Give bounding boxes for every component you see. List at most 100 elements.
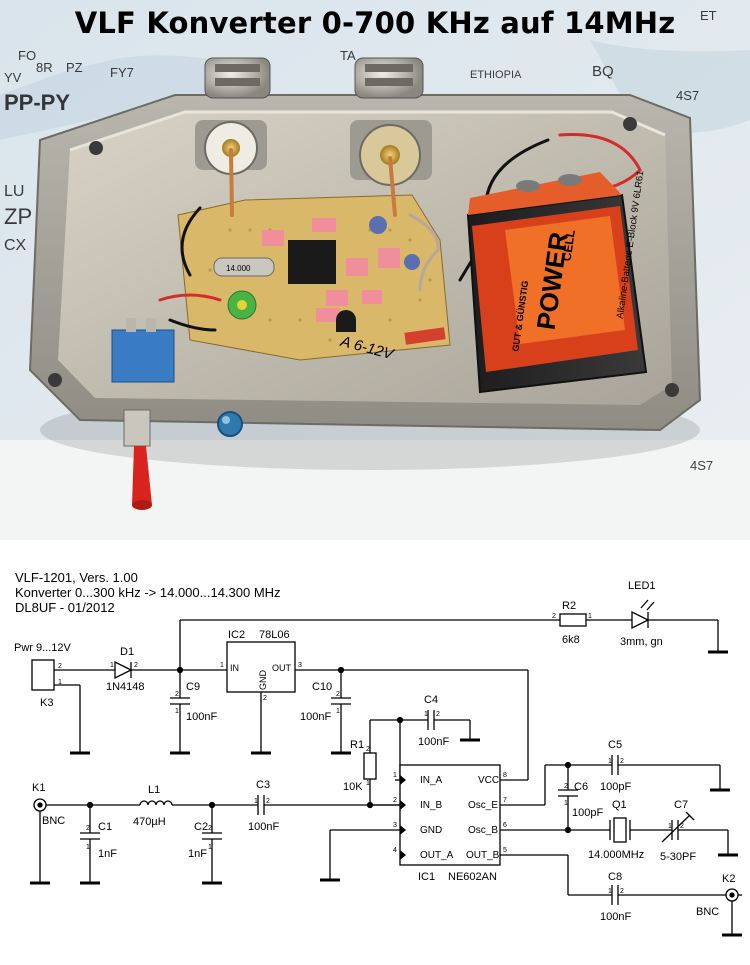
battery-cell: CELL xyxy=(560,229,578,262)
svg-text:6: 6 xyxy=(503,822,507,829)
svg-text:1: 1 xyxy=(668,823,672,830)
svg-text:2: 2 xyxy=(620,888,624,895)
ic2-ref: IC2 xyxy=(228,629,245,641)
c1-ref: C1 xyxy=(98,821,112,833)
c3-ref: C3 xyxy=(256,779,270,791)
led1-value: 3mm, gn xyxy=(620,636,663,648)
r2-ref: R2 xyxy=(562,600,576,612)
svg-text:1: 1 xyxy=(336,708,340,715)
schematic-header: VLF-1201, Vers. 1.00 Konverter 0...300 k… xyxy=(15,570,281,615)
header-line-1: VLF-1201, Vers. 1.00 xyxy=(15,570,138,585)
svg-text:2: 2 xyxy=(336,691,340,698)
svg-text:4: 4 xyxy=(393,847,397,854)
d1-ref: D1 xyxy=(120,646,134,658)
c10-ref: C10 xyxy=(312,681,332,693)
map-label: PP-PY xyxy=(4,90,70,115)
ic1-pin-osc-e: Osc_E xyxy=(468,800,498,811)
led1-ref: LED1 xyxy=(628,580,656,592)
svg-text:1: 1 xyxy=(588,613,592,620)
c6-ref: C6 xyxy=(574,781,588,793)
k1-ref: K1 xyxy=(32,782,45,794)
header-line-3: DL8UF - 01/2012 xyxy=(15,600,115,615)
map-label: ETHIOPIA xyxy=(470,69,522,81)
ic1-pin-vcc: VCC xyxy=(478,775,499,786)
svg-text:2: 2 xyxy=(680,823,684,830)
converter-photo: FO TA ET YV 8R PZ FY7 PP-PY ZP CX LU 4S7… xyxy=(0,0,750,540)
toggle-switch-icon xyxy=(111,318,175,510)
map-label: PZ xyxy=(66,60,83,75)
svg-text:5: 5 xyxy=(503,847,507,854)
svg-text:2: 2 xyxy=(552,613,556,620)
svg-text:2: 2 xyxy=(58,663,62,670)
r1-value: 10K xyxy=(343,781,363,793)
map-label: ZP xyxy=(4,204,32,229)
q1-value: 14.000MHz xyxy=(588,849,644,861)
map-label: BQ xyxy=(592,63,614,80)
photo-illustration: FO TA ET YV 8R PZ FY7 PP-PY ZP CX LU 4S7… xyxy=(0,0,750,540)
map-label: YV xyxy=(4,70,22,85)
svg-text:2: 2 xyxy=(134,662,138,669)
header-line-2: Konverter 0...300 kHz -> 14.000...14.300… xyxy=(15,585,281,600)
ic2-pin-gnd: GND xyxy=(258,670,268,691)
svg-text:1: 1 xyxy=(564,800,568,807)
ic2-value: 78L06 xyxy=(259,629,290,641)
k3-ref: K3 xyxy=(40,697,53,709)
c8-ref: C8 xyxy=(608,871,622,883)
ic1-pin-in-a: IN_A xyxy=(420,775,443,786)
svg-text:2: 2 xyxy=(564,783,568,790)
c1-value: 1nF xyxy=(98,848,117,860)
c7-value: 5-30PF xyxy=(660,851,696,863)
c4-value: 100nF xyxy=(418,736,449,748)
k3-value: Pwr 9...12V xyxy=(14,642,72,654)
antenna-socket-left-icon xyxy=(195,57,271,175)
c5-value: 100pF xyxy=(600,781,631,793)
perfboard-icon: 14.000 A 6-12V xyxy=(177,194,451,364)
svg-text:2: 2 xyxy=(208,825,212,832)
svg-text:2: 2 xyxy=(393,797,397,804)
l1-ref: L1 xyxy=(148,784,160,796)
map-label: CX xyxy=(4,237,27,254)
map-label: LU xyxy=(4,183,24,200)
map-label: 4S7 xyxy=(690,458,713,473)
map-label: ET xyxy=(700,8,717,23)
map-label: TA xyxy=(340,48,356,63)
ic1-pin-in-b: IN_B xyxy=(420,800,443,811)
ic1-value: NE602AN xyxy=(448,871,497,883)
r2-value: 6k8 xyxy=(562,634,580,646)
svg-text:1: 1 xyxy=(424,711,428,718)
battery-9v-icon: POWER CELL Alkaline-Batterie E-Block 9V … xyxy=(466,170,648,394)
c4-ref: C4 xyxy=(424,694,438,706)
svg-text:1: 1 xyxy=(208,844,212,851)
ic1-pin-gnd: GND xyxy=(420,825,442,836)
svg-text:1: 1 xyxy=(608,758,612,765)
ic1-pin-out-b: OUT_B xyxy=(466,850,500,861)
ic2-pin-out: OUT xyxy=(272,663,292,673)
svg-text:7: 7 xyxy=(503,797,507,804)
ic1-pin-out-a: OUT_A xyxy=(420,850,454,861)
ic2-pin-in: IN xyxy=(230,663,239,673)
svg-text:2: 2 xyxy=(86,825,90,832)
svg-text:1: 1 xyxy=(86,844,90,851)
svg-text:1: 1 xyxy=(110,662,114,669)
ic1-pin-osc-b: Osc_B xyxy=(468,825,498,836)
map-label: 8R xyxy=(36,60,53,75)
svg-text:2: 2 xyxy=(266,798,270,805)
svg-text:1: 1 xyxy=(393,772,397,779)
page-title: VLF Konverter 0-700 KHz auf 14MHz xyxy=(74,6,676,40)
k2-ref: K2 xyxy=(722,873,735,885)
map-label: 4S7 xyxy=(676,88,699,103)
svg-text:1: 1 xyxy=(175,708,179,715)
antenna-socket-right-icon xyxy=(350,57,432,186)
c2-ref: C2 xyxy=(194,821,208,833)
svg-text:2: 2 xyxy=(175,691,179,698)
c8-value: 100nF xyxy=(600,911,631,923)
k1-value: BNC xyxy=(42,815,65,827)
svg-text:2: 2 xyxy=(436,711,440,718)
c9-ref: C9 xyxy=(186,681,200,693)
c2-value: 1nF xyxy=(188,848,207,860)
svg-text:3: 3 xyxy=(393,822,397,829)
svg-text:2: 2 xyxy=(263,695,267,702)
svg-text:8: 8 xyxy=(503,772,507,779)
svg-text:1: 1 xyxy=(58,679,62,686)
